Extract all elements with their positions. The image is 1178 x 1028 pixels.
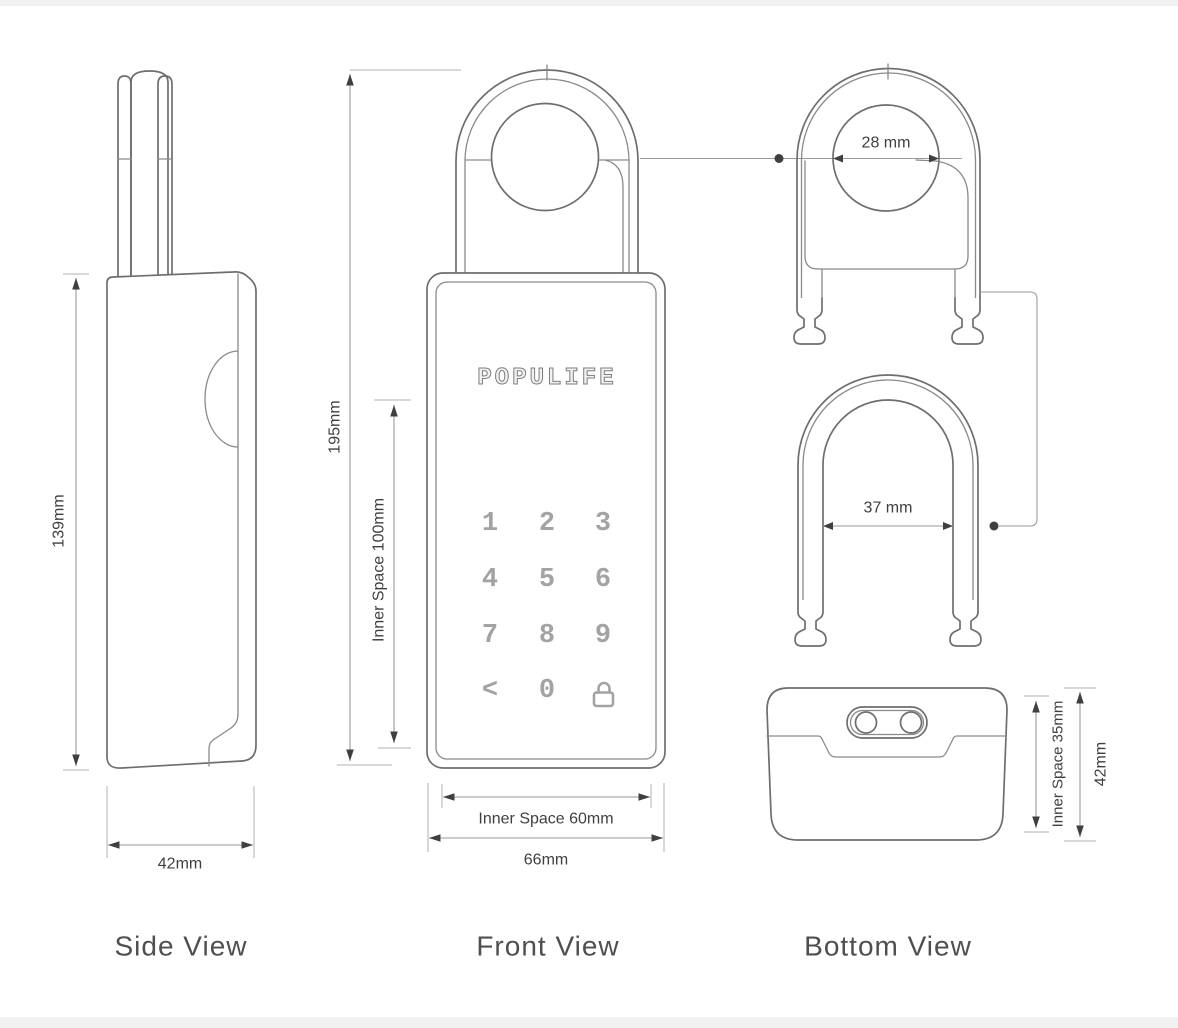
keypad-key-3: 3 xyxy=(595,509,611,539)
side-height-label: 139mm xyxy=(51,494,68,547)
bottom-view: Inner Space 35mm 42mm xyxy=(766,687,1110,842)
front-total-height-label: 195mm xyxy=(327,400,344,453)
bottom-view-caption: Bottom View xyxy=(804,931,972,962)
keypad-key-6: 6 xyxy=(595,565,611,595)
keypad-key-7: 7 xyxy=(482,621,498,651)
front-width-dimension: 66mm xyxy=(427,783,665,869)
shackle-foot xyxy=(793,297,826,345)
side-thumb-notch xyxy=(204,350,239,448)
front-shackle-hole xyxy=(490,102,600,212)
shackle-leg-hole-left xyxy=(854,711,878,734)
front-view: POPULIFE 1 2 3 4 5 6 7 8 9 < 0 195mm xyxy=(327,64,666,869)
leader-dot xyxy=(774,154,784,163)
bottom-body-outline xyxy=(766,687,1008,841)
bottom-notch-line xyxy=(766,735,1007,758)
front-total-height-dimension: 195mm xyxy=(327,69,461,766)
bottom-depth-dimension: 42mm xyxy=(1064,687,1110,842)
front-inner-height-dimension: Inner Space 100mm xyxy=(371,399,411,749)
lock-icon xyxy=(592,681,615,708)
detail-shackle-hole xyxy=(832,104,940,212)
keypad-key-0: 0 xyxy=(539,676,555,706)
side-depth-dimension: 42mm xyxy=(106,786,255,873)
keypad-key-8: 8 xyxy=(539,621,555,651)
side-depth-label: 42mm xyxy=(158,856,202,873)
shackle-inner-width-label: 37 mm xyxy=(864,500,913,517)
brand-logo: POPULIFE xyxy=(477,365,616,392)
bottom-inner-depth-label: Inner Space 35mm xyxy=(1050,701,1067,828)
leader-dot xyxy=(989,521,999,531)
front-inner-height-label: Inner Space 100mm xyxy=(371,498,388,642)
front-inner-width-dimension: Inner Space 60mm xyxy=(441,784,652,828)
detail-connector-line xyxy=(979,291,1038,527)
shackle-foot xyxy=(794,599,827,647)
keypad-key-9: 9 xyxy=(595,621,611,651)
shackle-leg-hole-right xyxy=(899,711,923,734)
front-view-caption: Front View xyxy=(476,931,619,962)
side-body-outline xyxy=(106,271,257,769)
shackle-detail: 37 mm xyxy=(794,374,999,647)
side-shackle-bars xyxy=(117,70,173,281)
shackle-foot xyxy=(949,599,982,647)
bottom-inner-depth-dimension: Inner Space 35mm xyxy=(1024,695,1067,833)
keypad-key-1: 1 xyxy=(482,509,498,539)
side-body-inner-edge xyxy=(208,273,239,767)
keypad-key-5: 5 xyxy=(539,565,555,595)
hole-diameter-dimension: 28 mm xyxy=(833,135,939,163)
shackle-hole-slot xyxy=(846,706,928,739)
page-top-edge xyxy=(0,0,1178,6)
bottom-depth-label: 42mm xyxy=(1093,742,1110,786)
shackle-front-detail: 28 mm xyxy=(640,63,1038,527)
hole-diameter-label: 28 mm xyxy=(862,135,911,152)
front-body-inner-border xyxy=(435,281,657,760)
keypad-key-back: < xyxy=(482,676,498,706)
keypad: 1 2 3 4 5 6 7 8 9 < 0 xyxy=(482,509,615,708)
page-bottom-edge xyxy=(0,1017,1178,1028)
side-view-caption: Side View xyxy=(114,931,247,962)
front-inner-width-label: Inner Space 60mm xyxy=(478,811,613,828)
keypad-key-4: 4 xyxy=(482,565,498,595)
keypad-key-2: 2 xyxy=(539,509,555,539)
side-view: 139mm 42mm xyxy=(51,70,257,873)
detail-inner-body xyxy=(804,159,969,270)
front-body-outline xyxy=(426,272,666,769)
front-shackle xyxy=(455,64,639,277)
shackle-inner-width-dimension: 37 mm xyxy=(823,500,953,530)
shackle-foot xyxy=(951,297,984,345)
front-width-label: 66mm xyxy=(524,852,568,869)
side-height-dimension: 139mm xyxy=(51,273,89,771)
